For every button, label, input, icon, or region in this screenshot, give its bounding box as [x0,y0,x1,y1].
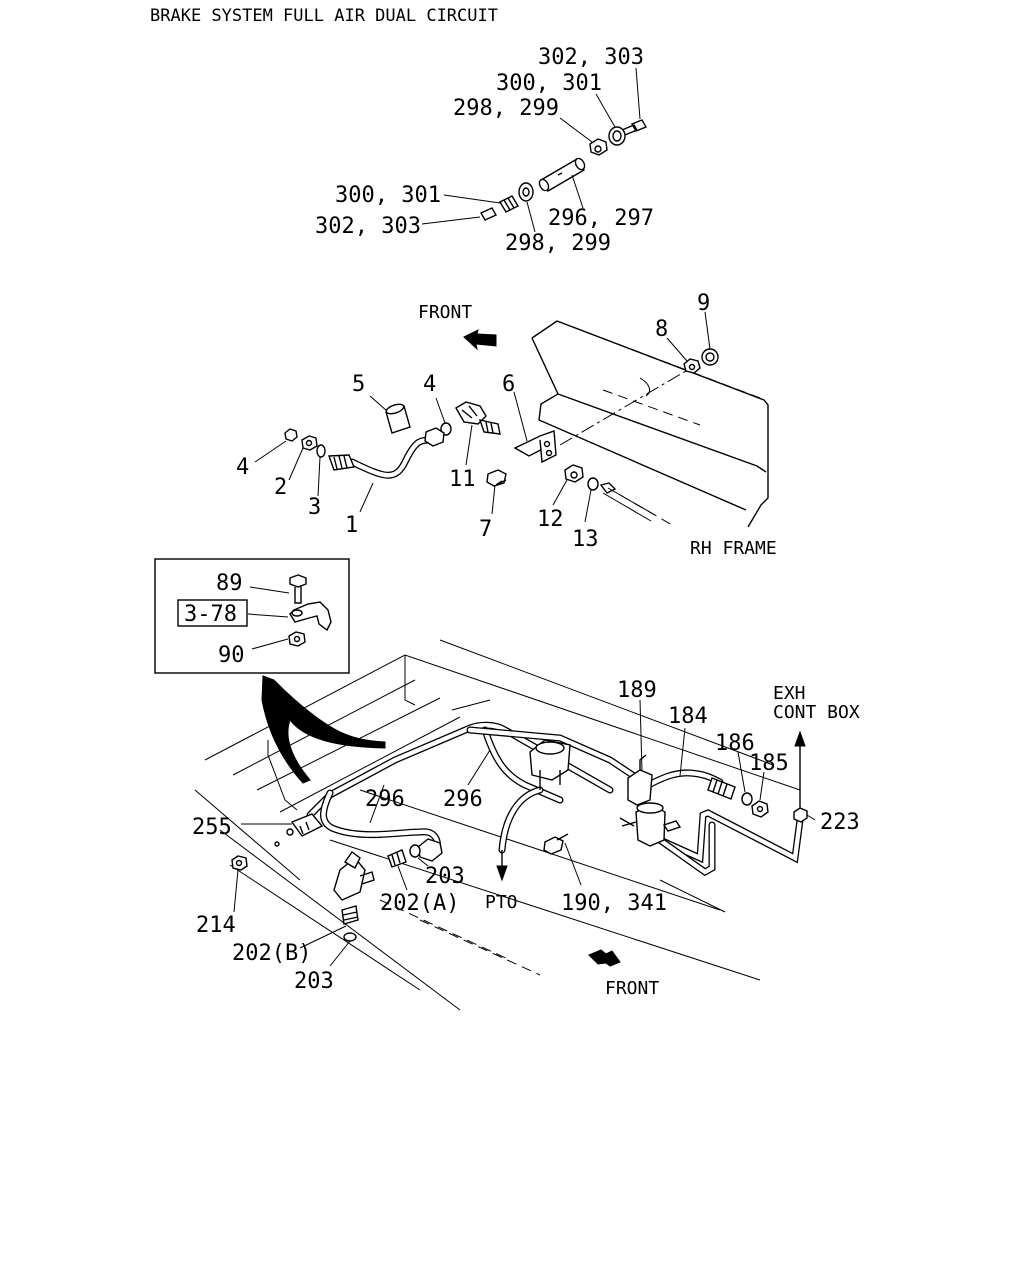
pipe-296-a [306,721,614,862]
label-front-top: FRONT [418,302,472,323]
part-298-299-top [589,138,608,156]
part-8 [683,358,701,374]
part-tee-block [333,851,375,901]
label-11: 11 [449,467,476,492]
hose-assembly-drawing: 302, 303 300, 301 298, 299 300, 301 302,… [315,45,654,256]
pto-arrow-icon [496,850,508,882]
part-3 [316,444,326,458]
rh-frame-rail [531,320,769,528]
label-214: 214 [196,913,236,938]
label-203-b: 203 [294,969,334,994]
label-rh-frame: RH FRAME [690,538,777,559]
label-184: 184 [668,704,708,729]
part-202a [387,849,407,868]
label-7: 7 [479,517,492,542]
part-89-bolt [289,574,307,604]
callout-arrow-icon [261,675,386,784]
frame-bracket-drawing: FRONT [236,291,777,559]
label-3: 3 [308,495,321,520]
label-2: 2 [274,475,287,500]
clip-inset-box: 89 3-78 90 [154,558,350,674]
label-296-b: 296 [443,787,483,812]
part-9 [701,348,719,366]
part-11-fitting [455,401,501,435]
part-202b [341,905,359,925]
part-13 [587,477,656,522]
label-4-b: 4 [423,372,436,397]
label-255: 255 [192,815,232,840]
pipe-184 [636,769,736,800]
part-valve-center [529,739,571,790]
label-296-297: 296, 297 [548,206,654,231]
exh-arrow-icon [794,730,806,808]
part-3-78-clip [289,601,332,632]
label-300-301-top: 300, 301 [496,71,602,96]
label-cont-box: CONT BOX [773,702,860,723]
part-189-valve [627,754,653,806]
front-arrow-top-icon [463,329,497,351]
chassis-plumbing-drawing: 189 184 EXH CONT BOX 186 185 223 296 296… [192,639,860,1011]
part-190-bolt [543,833,569,855]
label-185: 185 [749,751,789,776]
label-190-341: 190, 341 [561,891,667,916]
label-9: 9 [697,291,710,316]
part-300-301-left [499,195,519,213]
part-5 [385,403,411,434]
pipe-223 [646,807,808,877]
label-12: 12 [537,507,564,532]
part-2 [301,435,318,451]
label-8: 8 [655,317,668,342]
label-exh: EXH [773,683,806,704]
part-298-299-bottom [518,182,534,202]
label-pto: PTO [485,892,518,913]
label-300-301-left: 300, 301 [335,183,441,208]
part-186 [741,792,753,806]
part-90-nut [288,631,306,647]
label-1: 1 [345,513,358,538]
label-front-bottom: FRONT [605,978,659,999]
label-13: 13 [572,527,599,552]
part-185 [751,800,769,818]
label-5: 5 [352,372,365,397]
part-300-301-top [608,126,626,146]
part-6-bracket [513,430,557,464]
label-202b: 202(B) [232,941,311,966]
part-1-pipe [328,427,445,479]
pipe-296-b [466,726,644,854]
label-189: 189 [617,678,657,703]
label-223: 223 [820,810,860,835]
diagram-title: BRAKE SYSTEM FULL AIR DUAL CIRCUIT [150,6,498,26]
part-302-303-top [620,119,648,136]
part-214 [231,855,248,871]
front-arrow-bottom-icon [588,949,621,967]
chassis-frame [194,639,801,1011]
part-255-fitting [274,813,324,847]
part-302-303-left [480,207,497,221]
label-203-a: 203 [425,864,465,889]
part-valve-right [619,802,682,847]
label-302-303-left: 302, 303 [315,214,421,239]
part-7-bolt [486,469,507,487]
label-298-299-top: 298, 299 [453,96,559,121]
label-186: 186 [715,731,755,756]
label-3-78: 3-78 [184,602,237,627]
label-90: 90 [218,643,245,668]
label-298-299-bottom: 298, 299 [505,231,611,256]
hose-296-297 [538,157,586,192]
part-203-a [409,844,421,858]
part-203-b [343,932,357,942]
label-302-303-top: 302, 303 [538,45,644,70]
label-4-a: 4 [236,455,249,480]
label-202a: 202(A) [380,891,459,916]
label-6: 6 [502,372,515,397]
label-89: 89 [216,571,243,596]
label-296-a: 296 [365,787,405,812]
part-12 [564,464,584,483]
part-4-a [284,428,298,442]
